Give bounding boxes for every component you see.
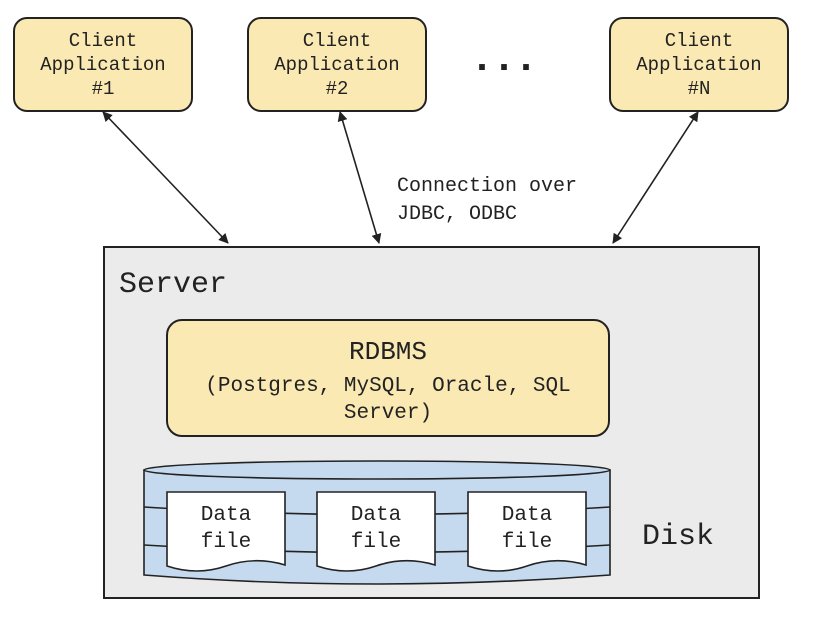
client-application-n: Client Application #N [609,17,789,112]
rdbms-box [166,319,610,437]
client-application-2: Client Application #2 [247,17,427,112]
data-file-1 [166,491,286,572]
connection-arrow-n [612,111,699,244]
connection-arrow-2 [337,111,382,244]
server-label: Server [119,268,228,302]
data-file-2-label: Data file [350,504,402,554]
data-file-1-label: Data file [200,504,252,554]
data-file-3-label: Data file [501,504,553,554]
connection-label: Connection over JDBC, ODBC [397,175,578,226]
data-file-2 [316,491,436,572]
data-file-3 [467,491,587,572]
rdbms-title: RDBMS [348,337,427,367]
ellipsis: ... [470,38,538,83]
client-application-1: Client Application #1 [13,17,193,112]
rdbms-subtitle: (Postgres, MySQL, Oracle, SQL Server) [205,375,571,425]
disk-label: Disk [642,520,715,554]
connection-arrow-1 [102,111,229,244]
